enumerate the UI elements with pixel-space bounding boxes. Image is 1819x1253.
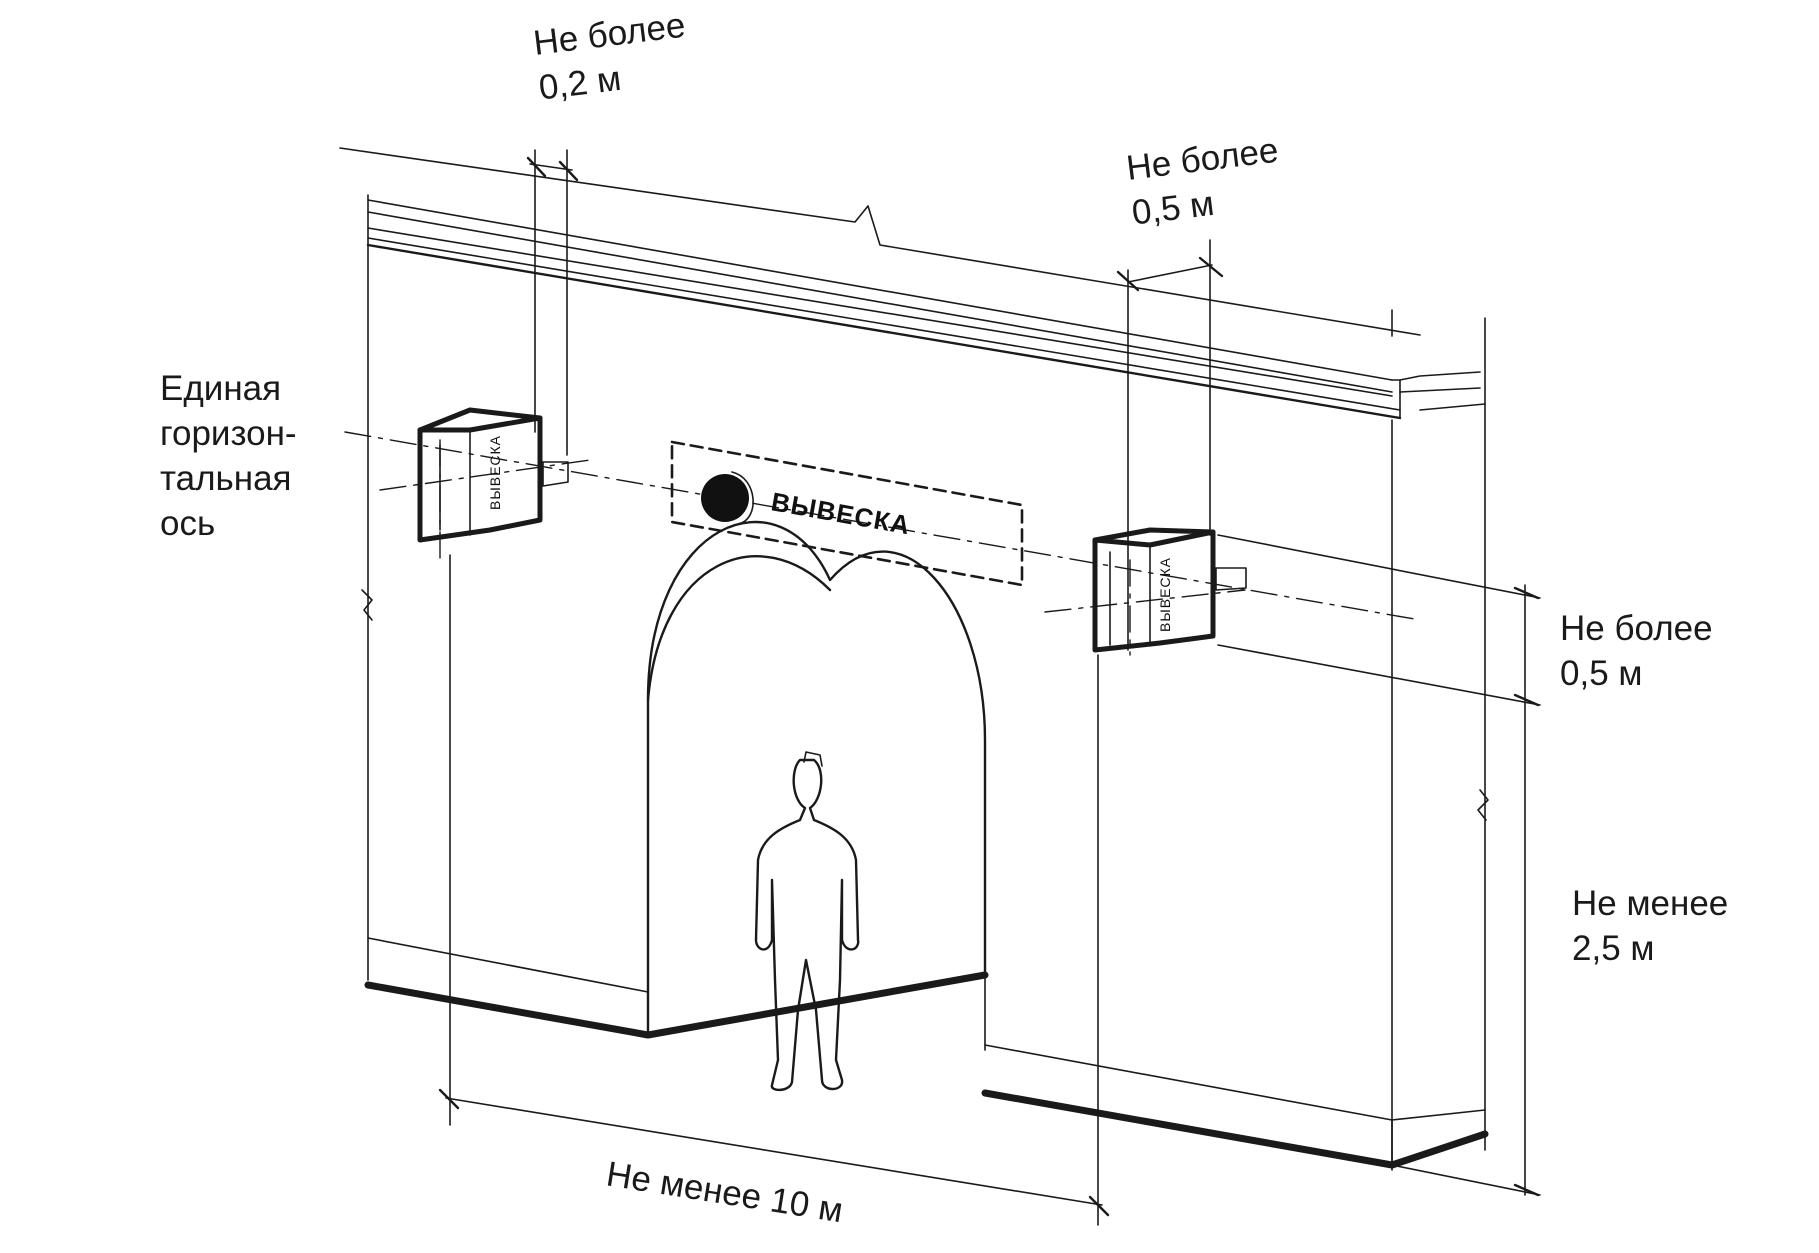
label-right-mid-1: Не более bbox=[1560, 609, 1713, 648]
label-top-right-1: Не более bbox=[1124, 131, 1280, 188]
label-bottom: Не менее 10 м bbox=[604, 1154, 846, 1230]
label-axis-3: тальная bbox=[160, 459, 292, 498]
left-box-text: ВЫВЕСКА bbox=[487, 435, 503, 510]
sign-logo-circle bbox=[701, 474, 749, 522]
right-projecting-sign: ВЫВЕСКА bbox=[1092, 527, 1247, 653]
left-projecting-sign: ВЫВЕСКА bbox=[417, 407, 569, 543]
dimension-lines bbox=[438, 149, 1541, 1226]
label-top-left-2: 0,2 м bbox=[537, 59, 624, 108]
label-top-right-2: 0,5 м bbox=[1130, 184, 1217, 233]
building-outline bbox=[339, 147, 1489, 1171]
label-right-mid-2: 0,5 м bbox=[1560, 654, 1642, 693]
label-top-left-1: Не более bbox=[531, 6, 687, 63]
right-box-text: ВЫВЕСКА bbox=[1157, 557, 1173, 632]
dimension-labels: Не более 0,2 м Не более 0,5 м Единая гор… bbox=[160, 6, 1728, 1231]
label-right-low-1: Не менее bbox=[1572, 884, 1728, 923]
label-axis-2: горизон- bbox=[160, 414, 297, 453]
label-axis-4: ось bbox=[160, 504, 215, 543]
label-right-low-2: 2,5 м bbox=[1572, 929, 1654, 968]
label-axis-1: Единая bbox=[160, 369, 281, 408]
person-silhouette bbox=[754, 751, 860, 1092]
